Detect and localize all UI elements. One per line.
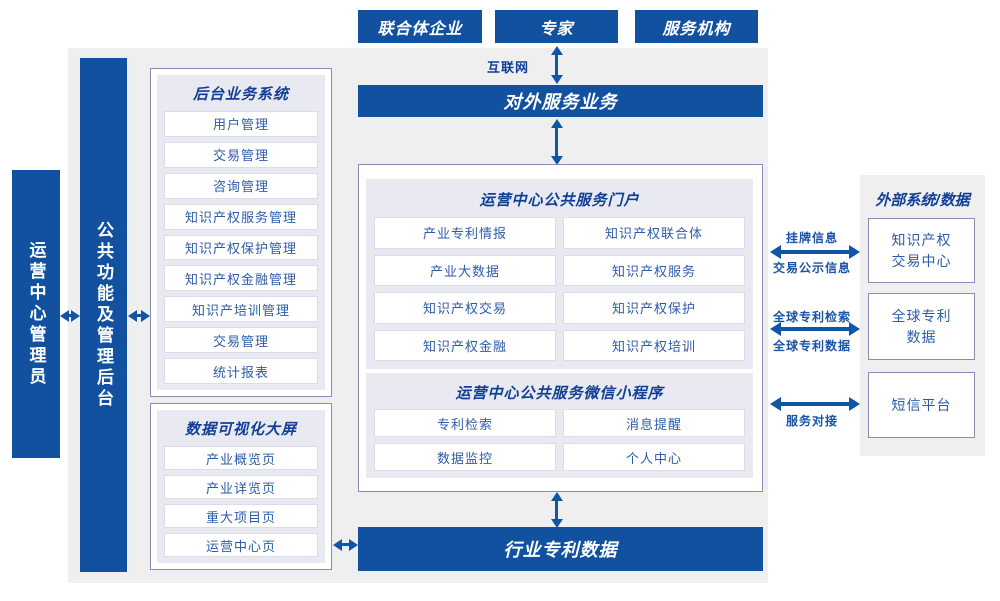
internet-link-arrow bbox=[555, 54, 558, 76]
miniprogram-item: 数据监控 bbox=[374, 443, 556, 471]
portal-item: 知识产权培训 bbox=[563, 329, 745, 361]
internet-label: 互联网 bbox=[486, 60, 529, 75]
dashboard-item: 产业概览页 bbox=[164, 446, 318, 470]
global-patent-data-label: 全球专利数据 bbox=[772, 339, 851, 353]
external-service-bar: 对外服务业务 bbox=[358, 85, 763, 117]
dashboard-item: 运营中心页 bbox=[164, 533, 318, 557]
actor-box-service-organizations: 服务机构 bbox=[635, 10, 758, 43]
industry-data-arrow bbox=[555, 500, 558, 520]
miniprogram-item: 个人中心 bbox=[563, 443, 745, 471]
listing-info-arrow bbox=[780, 250, 850, 254]
portal-item: 产业大数据 bbox=[374, 254, 556, 286]
ops-admin-box: 运营中心管理员 bbox=[12, 170, 60, 458]
backend-system-box: 后台业务系统 用户管理 交易管理 咨询管理 知识产权服务管理 知识产权保护管理 … bbox=[150, 68, 332, 397]
dashboard-data-arrow bbox=[341, 543, 350, 546]
dashboard-item: 重大项目页 bbox=[164, 504, 318, 528]
industry-data-bar: 行业专利数据 bbox=[358, 527, 763, 571]
miniprogram-item: 消息提醒 bbox=[563, 409, 745, 437]
service-connect-label: 服务对接 bbox=[785, 414, 838, 428]
backend-system-item: 知识产权金融管理 bbox=[164, 265, 318, 292]
miniprogram-panel: 运营中心公共服务微信小程序 专利检索 消息提醒 数据监控 个人中心 bbox=[366, 373, 753, 478]
patent-search-arrow bbox=[780, 327, 850, 331]
backend-link-arrow bbox=[136, 314, 142, 317]
backend-system-item: 知识产权服务管理 bbox=[164, 203, 318, 230]
actor-box-consortium-enterprises: 联合体企业 bbox=[358, 10, 482, 43]
dashboard-title: 数据可视化大屏 bbox=[184, 421, 297, 438]
portal-item: 知识产权服务 bbox=[563, 254, 745, 286]
external-box-ip-trading-center: 知识产权 交易中心 bbox=[868, 218, 975, 283]
backend-system-item: 交易管理 bbox=[164, 327, 318, 354]
backend-system-item: 咨询管理 bbox=[164, 172, 318, 199]
portal-panel: 运营中心公共服务门户 产业专利情报 知识产权联合体 产业大数据 知识产权服务 知… bbox=[366, 179, 753, 369]
backend-system-item: 统计报表 bbox=[164, 358, 318, 385]
backend-system-title: 后台业务系统 bbox=[192, 86, 289, 103]
miniprogram-title: 运营中心公共服务微信小程序 bbox=[455, 385, 664, 402]
dashboard-box: 数据可视化大屏 产业概览页 产业详览页 重大项目页 运营中心页 bbox=[150, 403, 332, 570]
backend-system-item: 交易管理 bbox=[164, 141, 318, 168]
backend-system-item: 知识产权保护管理 bbox=[164, 234, 318, 261]
global-patent-search-label: 全球专利检索 bbox=[772, 310, 851, 324]
center-platform-panel: 运营中心公共服务门户 产业专利情报 知识产权联合体 产业大数据 知识产权服务 知… bbox=[358, 164, 763, 492]
service-connect-arrow bbox=[780, 402, 850, 406]
backend-functions-bar: 公共功能及管理后台 bbox=[80, 58, 127, 572]
backend-system-item: 用户管理 bbox=[164, 111, 318, 137]
miniprogram-item: 专利检索 bbox=[374, 409, 556, 437]
portal-item: 知识产权金融 bbox=[374, 329, 556, 361]
portal-item: 产业专利情报 bbox=[374, 217, 556, 249]
actor-box-experts: 专家 bbox=[495, 10, 618, 43]
portal-title: 运营中心公共服务门户 bbox=[479, 192, 640, 209]
dashboard-item: 产业详览页 bbox=[164, 475, 318, 499]
trade-publicity-label: 交易公示信息 bbox=[772, 261, 851, 275]
portal-item: 知识产权联合体 bbox=[563, 217, 745, 249]
portal-item: 知识产权保护 bbox=[563, 292, 745, 324]
external-systems-title: 外部系统/数据 bbox=[875, 192, 970, 209]
external-box-global-patent-data: 全球专利 数据 bbox=[868, 293, 975, 360]
external-systems-panel: 外部系统/数据 知识产权 交易中心 全球专利 数据 短信平台 bbox=[860, 175, 985, 456]
admin-backend-arrow bbox=[68, 314, 72, 317]
portal-item: 知识产权交易 bbox=[374, 292, 556, 324]
listing-info-label: 挂牌信息 bbox=[785, 231, 838, 245]
backend-system-item: 知识产培训管理 bbox=[164, 296, 318, 323]
external-box-sms-platform: 短信平台 bbox=[868, 372, 975, 438]
portal-link-arrow bbox=[555, 127, 558, 157]
